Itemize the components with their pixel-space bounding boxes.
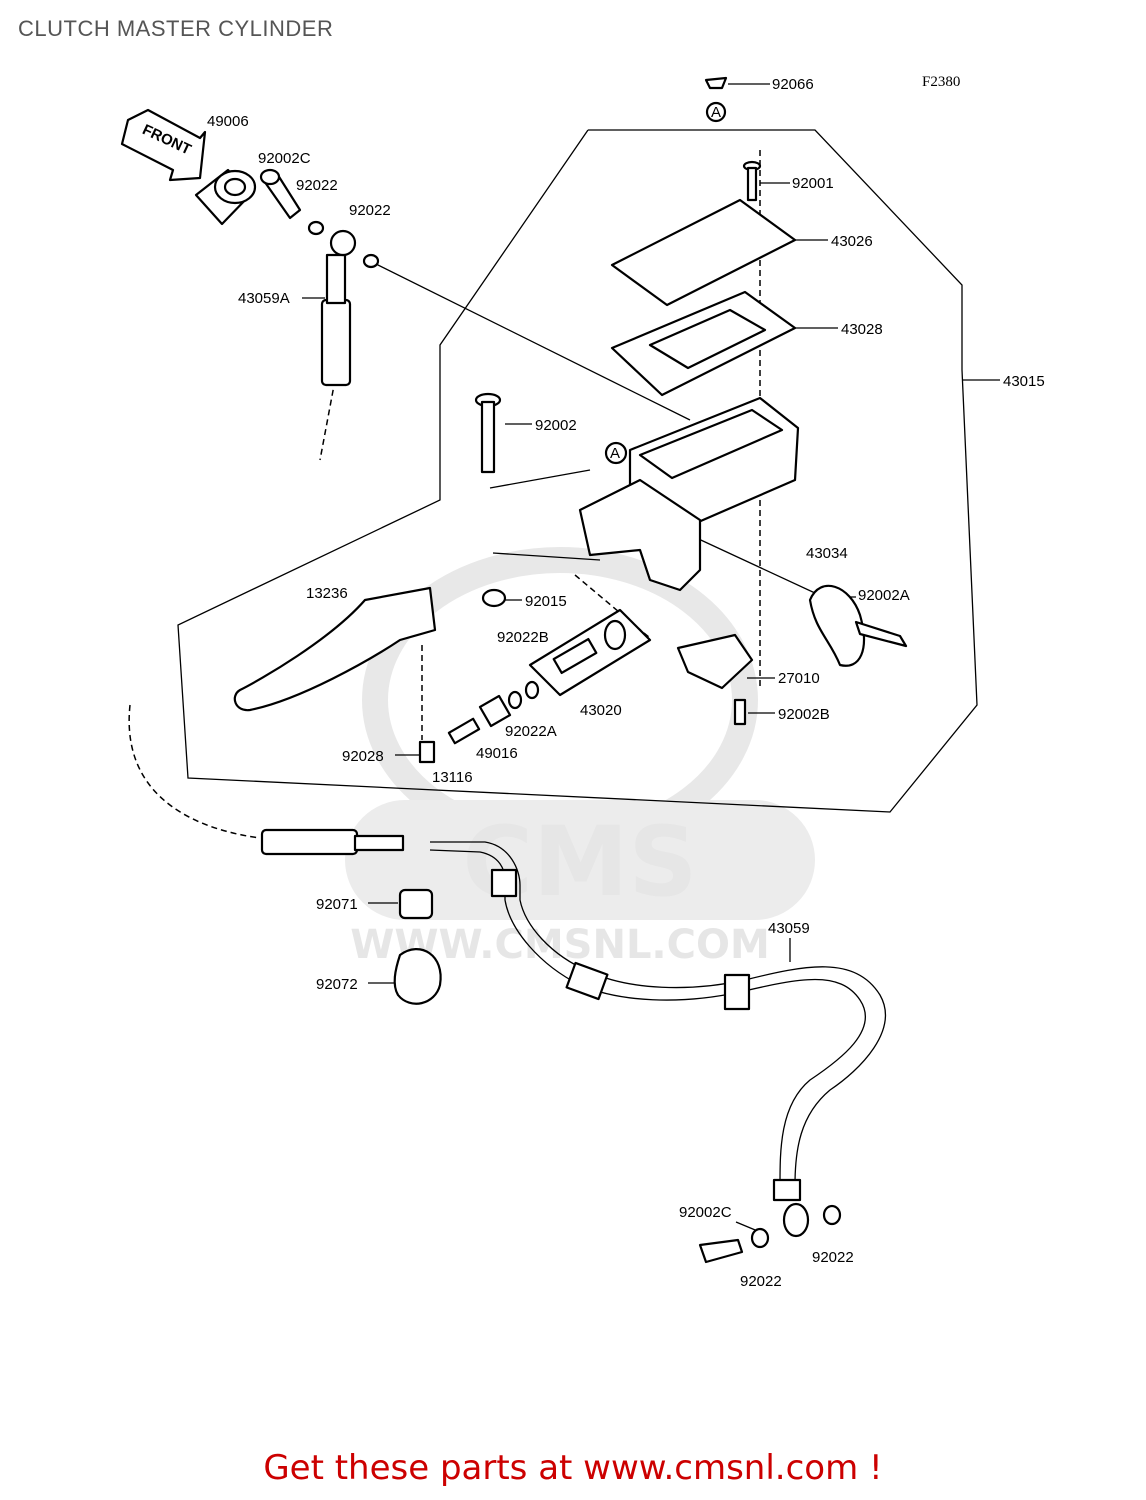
part-92022B-ring: [524, 680, 540, 700]
front-arrow: FRONT: [120, 108, 207, 182]
part-92015-grommet: [481, 588, 507, 608]
part-label: 92002C: [258, 150, 311, 167]
part-label: 43028: [841, 321, 883, 338]
part-label: 92066: [772, 76, 814, 93]
part-label: 92022B: [497, 629, 549, 646]
watermark-logo: CMS: [462, 806, 697, 918]
part-92066-cap: A: [704, 76, 728, 123]
part-49006-boot: [194, 168, 257, 226]
part-92001-screw: [742, 160, 762, 202]
part-92002-pivot-bolt: [474, 392, 502, 474]
ref-marker-body: A: [610, 445, 620, 462]
footer-promo-text: Get these parts at www.cmsnl.com !: [263, 1448, 883, 1488]
part-43034-clamp: [808, 584, 865, 667]
part-49016-piston: [478, 694, 512, 728]
part-label: 92071: [316, 896, 358, 913]
part-92002B-screw: [733, 698, 747, 726]
part-label: 43015: [1003, 373, 1045, 390]
ref-marker-top: A: [711, 104, 721, 121]
part-92071-cap: [398, 888, 434, 920]
part-label: 92022: [812, 1249, 854, 1266]
part-label: 92028: [342, 748, 384, 765]
part-92002C-banjo-bolt: [259, 168, 302, 220]
part-label: 49016: [476, 745, 518, 762]
part-label: 13116: [432, 769, 473, 786]
part-label: 92002B: [778, 706, 830, 723]
part-label: 92022: [296, 177, 338, 194]
part-label: 92022A: [505, 723, 557, 740]
part-label: 92022: [740, 1273, 782, 1290]
part-label: 43026: [831, 233, 873, 250]
part-92022A-ring: [507, 690, 523, 710]
washer-92022-d: [822, 1204, 842, 1226]
part-label: 43034: [806, 545, 848, 562]
diagram-code: F2380: [922, 74, 960, 90]
part-label: 92072: [316, 976, 358, 993]
washer-92022-b: [362, 253, 380, 269]
assembly-boundary: [177, 129, 978, 813]
part-92002C-bolt-lower: [698, 1238, 744, 1264]
part-label: 43020: [580, 702, 622, 719]
part-43020-piston-kit: [528, 608, 652, 697]
part-92072-clamp: [393, 948, 442, 1005]
part-label: 49006: [207, 113, 249, 130]
watermark: CMS WWW.CMSNL.COM: [345, 547, 815, 968]
part-92028-pin: [418, 740, 436, 764]
washer-92022-a: [307, 220, 325, 236]
part-label: 92015: [525, 593, 567, 610]
page-title: CLUTCH MASTER CYLINDER: [18, 16, 334, 41]
part-label: 92002A: [858, 587, 910, 604]
part-13116-pushrod: [447, 717, 481, 745]
part-43015-master-cylinder-body: A: [578, 396, 800, 592]
part-label: 13236: [306, 585, 348, 602]
part-43028-diaphragm: [610, 290, 797, 397]
part-label: 92002: [535, 417, 577, 434]
part-92002A-bolt: [854, 620, 908, 648]
part-label: 92022: [349, 202, 391, 219]
part-labels: 92066 49006 92002C 92022 92022 43059A 92…: [207, 76, 1045, 1290]
part-27010-switch: [676, 633, 754, 690]
part-label: 92002C: [679, 1204, 732, 1221]
washer-92022-c: [750, 1227, 770, 1249]
part-43026-reservoir-cap: [610, 198, 797, 307]
part-13236-lever: [233, 586, 437, 712]
part-label: 43059: [768, 920, 810, 937]
part-label: 27010: [778, 670, 820, 687]
part-43059A-hose: [320, 229, 357, 387]
part-label: 92001: [792, 175, 834, 192]
part-43059-clutch-hose: [260, 828, 886, 1238]
part-label: 43059A: [238, 290, 290, 307]
